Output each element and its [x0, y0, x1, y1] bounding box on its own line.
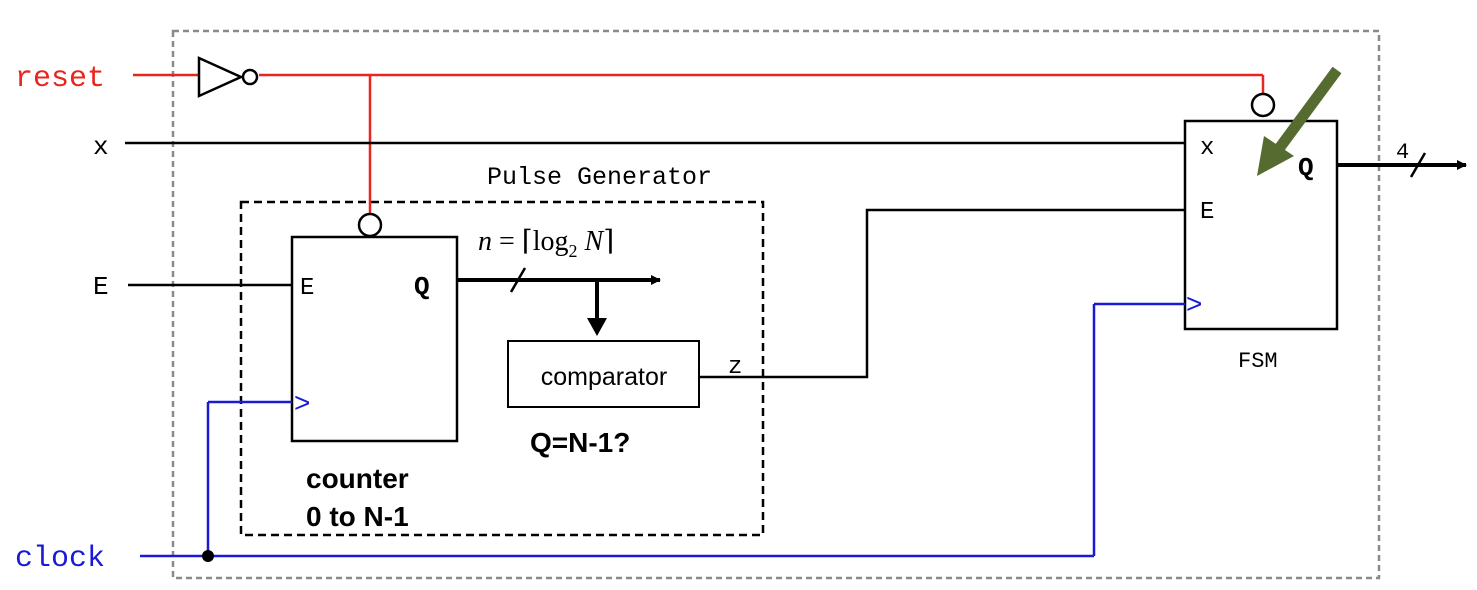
reset-wires [133, 73, 1265, 214]
comparator-condition: Q=N-1? [530, 427, 630, 458]
fsm-x-port-label: x [1200, 135, 1214, 162]
pulse-generator-title: Pulse Generator [487, 163, 712, 192]
counter-caption-line1: counter [306, 463, 409, 494]
pointer-arrow-icon [1257, 66, 1342, 176]
outer-boundary [171, 29, 1381, 580]
fsm-output-width: 4 [1396, 140, 1409, 165]
comparator-feed-arrow [587, 318, 607, 336]
e-label: E [93, 272, 109, 302]
reset-label: reset [15, 62, 105, 96]
counter-block [290, 235, 459, 443]
clock-label: clock [15, 542, 105, 576]
fsm-q-port-label: Q [1298, 153, 1314, 183]
counter-clock-marker: > [294, 387, 310, 418]
inverter-gate [197, 56, 259, 98]
fsm-output-slash [1409, 152, 1427, 178]
fsm-caption: FSM [1238, 349, 1278, 374]
fsm-clock-marker: > [1186, 288, 1202, 319]
pulse-generator-box [239, 200, 765, 537]
counter-caption-line2: 0 to N-1 [306, 501, 409, 532]
bus-width-slash [509, 267, 527, 293]
fsm-e-port-label: E [1200, 199, 1214, 226]
counter-q-port-label: Q [414, 272, 430, 302]
fsm-reset-bubble [1250, 92, 1276, 118]
counter-reset-bubble [357, 212, 383, 238]
comparator-label: comparator [541, 363, 667, 391]
z-wire [699, 208, 1185, 379]
x-label: x [93, 132, 109, 162]
bus-width-equation: n = ⌈log2 N⌉ [478, 226, 614, 261]
clock-wires [140, 302, 1185, 558]
counter-e-port-label: E [300, 275, 314, 302]
z-label: z [728, 354, 742, 381]
clock-junction-dot [202, 550, 214, 562]
comparator-block [507, 340, 700, 408]
